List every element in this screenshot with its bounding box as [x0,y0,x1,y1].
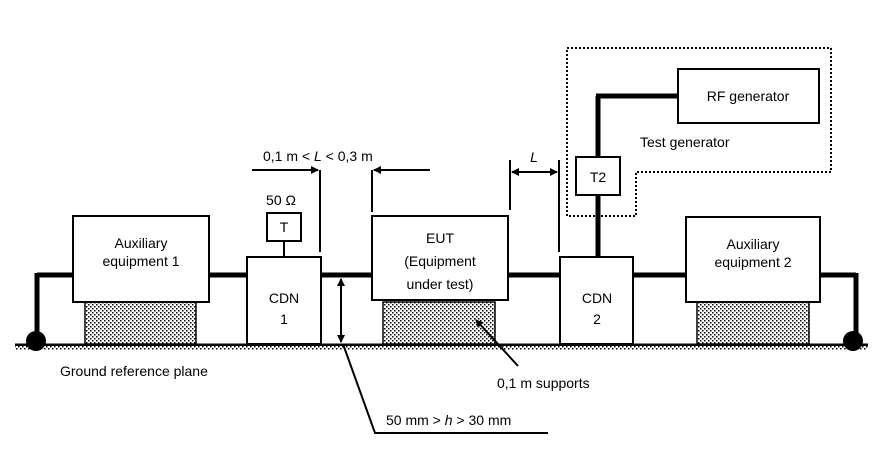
rf-generator: RF generator [677,68,820,124]
height-label: 50 mm > h > 30 mm [386,412,511,428]
equipment-under-test: EUT (Equipment under test) [371,215,509,301]
cdn-2: CDN 2 [559,256,634,345]
t2-label: T2 [590,169,607,185]
termination-ohm-label: 50 Ω [266,192,296,208]
gap-l-label: L [530,149,538,165]
eut-label-line1: EUT [426,230,454,246]
gap-l-annotation: L [509,149,560,252]
cdn2-label-line1: CDN [582,290,612,306]
cdn-1: CDN 1 [246,256,322,345]
auxiliary-equipment-1: Auxiliary equipment 1 [72,215,210,303]
aux1-label-line2: equipment 1 [102,253,179,269]
ground-terminal-left [26,331,46,351]
supports-label: 0,1 m supports [497,375,590,391]
height-h-annotation: 50 mm > h > 30 mm [337,278,548,434]
test-generator-enclosure [566,47,832,217]
termination-50-ohm: 50 Ω T [266,192,302,257]
test-generator-label: Test generator [640,134,730,150]
support-aux2 [696,301,810,345]
supports-pointer: 0,1 m supports [475,319,590,391]
eut-label-line3: under test) [407,276,474,292]
cdn1-label-line1: CDN [269,290,299,306]
ground-plane-label: Ground reference plane [60,363,208,379]
distance-l-annotation: 0,1 m < L < 0,3 m [252,148,430,252]
ground-reference-plane [15,343,868,350]
cdn2-label-line2: 2 [593,311,601,327]
rf-generator-label: RF generator [707,88,790,104]
aux2-label-line1: Auxiliary [727,236,780,252]
main-cable [34,272,859,340]
cdn1-label-line2: 1 [280,311,288,327]
t2-coupling: T2 [575,93,678,257]
termination-t-label: T [280,219,289,235]
aux1-label-line1: Auxiliary [115,235,168,251]
ground-terminal-right [843,331,863,351]
auxiliary-equipment-2: Auxiliary equipment 2 [685,216,821,303]
eut-label-line2: (Equipment [404,253,476,269]
aux2-label-line2: equipment 2 [714,254,791,270]
support-aux1 [84,301,197,345]
distance-label: 0,1 m < L < 0,3 m [263,148,373,164]
